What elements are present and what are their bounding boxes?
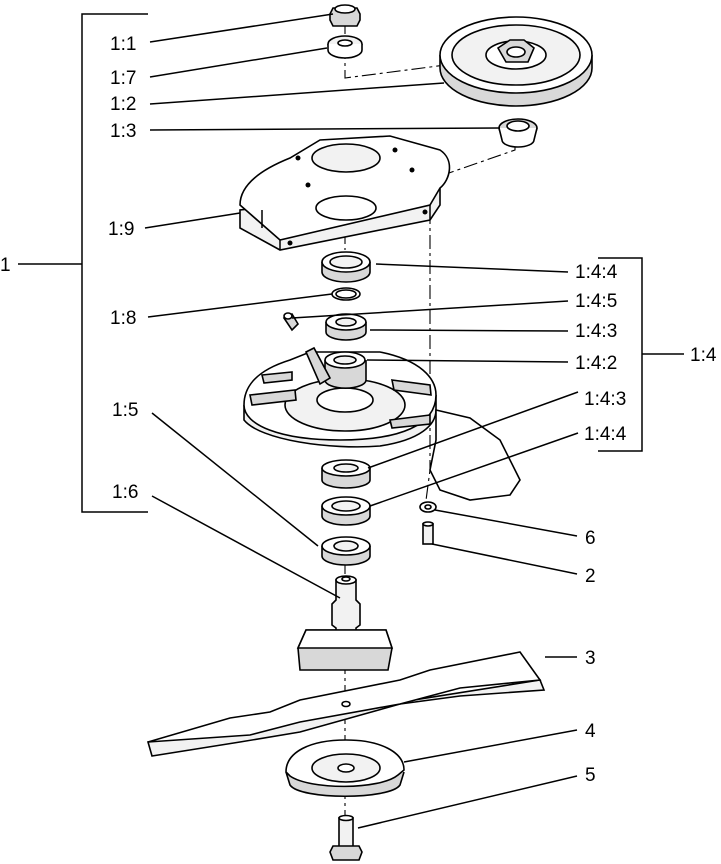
leader-1-8: [147, 293, 333, 318]
pulley: [439, 16, 593, 107]
upper-bearing: [325, 313, 367, 341]
leader-1-4-2: [366, 359, 569, 363]
upper-seal: [321, 251, 371, 283]
spindle-housing: [243, 346, 437, 448]
label-housing: 1:4:2: [575, 353, 617, 374]
spacer: [321, 536, 371, 566]
label-blade-bolt: 5: [585, 765, 596, 786]
leader-1-5: [151, 412, 319, 547]
label-snap-ring: 1:8: [110, 308, 136, 329]
label-washer-small: 6: [585, 528, 596, 549]
leader-1-4-5: [291, 300, 569, 319]
guard: [239, 135, 451, 251]
label-bearing-bottom: 1:4:3: [584, 389, 626, 410]
label-bolt: 2: [585, 566, 596, 587]
label-bearing-top: 1:4:3: [575, 321, 617, 342]
lower-seal: [321, 496, 371, 526]
label-spindle-shaft: 1:6: [112, 482, 138, 503]
assembly-bracket: [81, 13, 148, 513]
small-washer: [419, 501, 437, 513]
label-spacer: 1:5: [112, 400, 138, 421]
label-nut: 1:1: [110, 34, 136, 55]
leader-1-4-3-top: [369, 329, 569, 332]
label-pulley: 1:2: [110, 94, 136, 115]
washer: [327, 35, 363, 59]
housing-bolt: [422, 521, 434, 545]
leader-6: [434, 509, 578, 537]
leader-2: [431, 543, 578, 575]
leader-1-2: [149, 82, 445, 105]
leader-1-9: [144, 212, 241, 229]
leader-5: [357, 775, 578, 829]
label-blade-cup: 4: [585, 721, 596, 742]
nut: [329, 4, 361, 27]
centerline-bolt: [424, 185, 431, 509]
leader-1-4-3-bottom: [367, 391, 579, 469]
blade-bolt: [329, 814, 363, 861]
grease-fitting: [282, 312, 300, 332]
label-pulley-bushing: 1:3: [110, 121, 136, 142]
label-blade: 3: [585, 648, 596, 669]
mower-blade: [146, 651, 546, 757]
leader-1-1: [149, 13, 334, 43]
blade-cup: [285, 739, 405, 798]
leader-1-4-4-bottom: [369, 432, 579, 507]
label-seal-top: 1:4:4: [575, 262, 618, 283]
label-guard: 1:9: [108, 219, 134, 240]
label-assembly: 1: [0, 255, 11, 276]
leader-1-4-4-top: [375, 263, 569, 273]
label-grease-fitting: 1:4:5: [575, 291, 617, 312]
deck-bracket: [429, 408, 521, 501]
leader-1-6: [151, 495, 341, 599]
leader-4: [403, 729, 578, 763]
spindle-shaft: [296, 575, 394, 671]
label-washer: 1:7: [110, 68, 136, 89]
leader-1-7: [149, 47, 328, 78]
snap-ring: [331, 287, 361, 301]
leader-1-3: [149, 127, 501, 131]
label-seal-bottom: 1:4:4: [584, 424, 627, 445]
pulley-bushing: [498, 118, 538, 148]
label-bearing-housing-group: 1:4: [690, 345, 717, 366]
lower-bearing: [321, 459, 371, 489]
